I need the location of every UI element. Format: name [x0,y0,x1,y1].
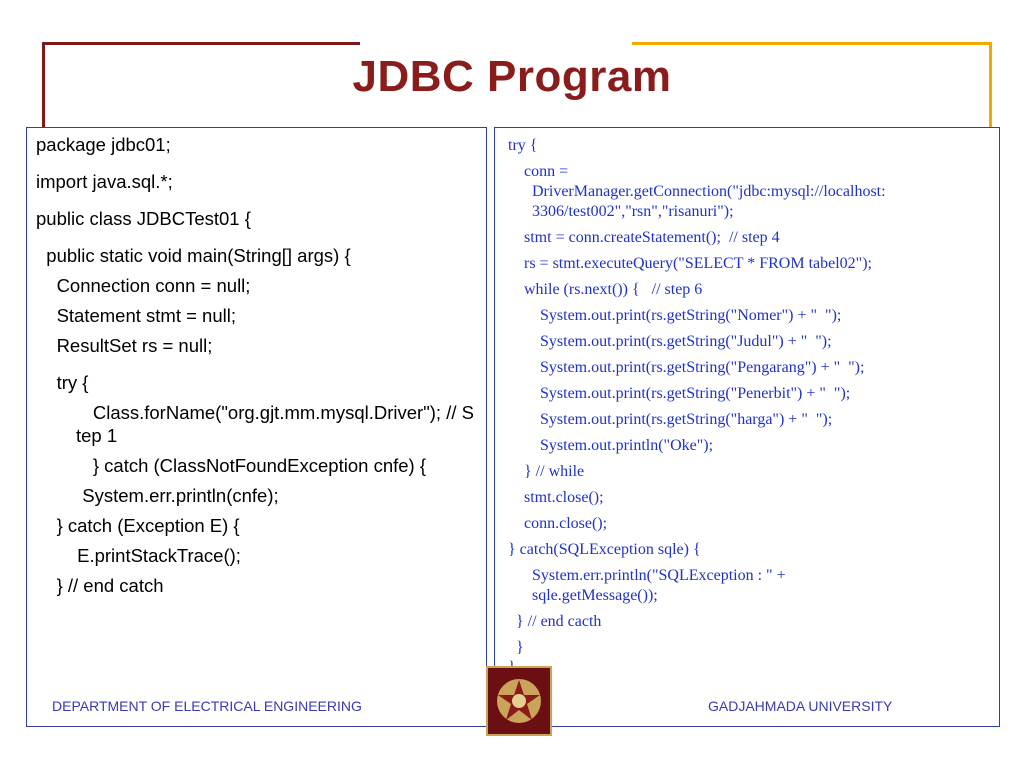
code-line: System.out.print(rs.getString("Pengarang… [508,359,865,376]
code-line: public class JDBCTest01 { [36,208,251,229]
frame-line-top-left [42,42,360,45]
code-line: stmt.close(); [508,489,604,506]
code-line: Class.forName("org.gjt.mm.mysql.Driver")… [62,402,474,446]
code-line: stmt = conn.createStatement(); // step 4 [508,229,780,246]
code-line: ResultSet rs = null; [36,335,213,356]
footer-department: DEPARTMENT OF ELECTRICAL ENGINEERING [52,698,362,714]
code-line: sqle.getMessage()); [508,587,658,604]
code-line: package jdbc01; [36,134,171,155]
code-line: conn = [508,163,569,180]
code-line: System.err.println(cnfe); [36,485,279,506]
seal-icon [497,679,541,723]
university-logo [486,666,552,736]
code-line: try { [36,372,89,393]
code-line: System.out.println("Oke"); [508,437,714,454]
code-line: try { [508,137,538,154]
slide-title: JDBC Program [352,52,672,101]
code-line: System.out.print(rs.getString("Penerbit"… [508,385,851,402]
code-line: import java.sql.*; [36,171,173,192]
code-line: } [508,639,524,656]
code-line: 3306/test002","rsn","risanuri"); [508,203,734,220]
code-line: System.out.print(rs.getString("Judul") +… [508,333,832,350]
footer-university: GADJAHMADA UNIVERSITY [708,698,893,714]
code-line: Connection conn = null; [36,275,251,296]
frame-line-top-right [632,42,992,45]
code-line: System.out.print(rs.getString("harga") +… [508,411,833,428]
code-line: System.out.print(rs.getString("Nomer") +… [508,307,842,324]
code-line: DriverManager.getConnection("jdbc:mysql:… [508,183,886,200]
right-code-block: try { conn = DriverManager.getConnection… [508,136,990,678]
code-line: } catch (ClassNotFoundException cnfe) { [62,455,427,476]
code-line: E.printStackTrace(); [36,545,241,566]
code-line: } // end cacth [508,613,602,630]
code-line: rs = stmt.executeQuery("SELECT * FROM ta… [508,255,872,272]
code-line: } // end catch [36,575,164,596]
code-line: Statement stmt = null; [36,305,236,326]
code-line: while (rs.next()) { // step 6 [508,281,703,298]
code-line: System.err.println("SQLException : " + [508,567,786,584]
code-line: } [508,658,990,678]
code-line: } // while [508,463,585,480]
code-line: } catch (Exception E) { [36,515,240,536]
left-code-panel [26,127,487,727]
right-code-panel [494,127,1000,727]
left-code-block: package jdbc01; import java.sql.*; publi… [36,133,478,597]
code-line: conn.close(); [508,515,608,532]
code-line: } catch(SQLException sqle) { [508,541,701,558]
code-line: public static void main(String[] args) { [36,245,351,266]
